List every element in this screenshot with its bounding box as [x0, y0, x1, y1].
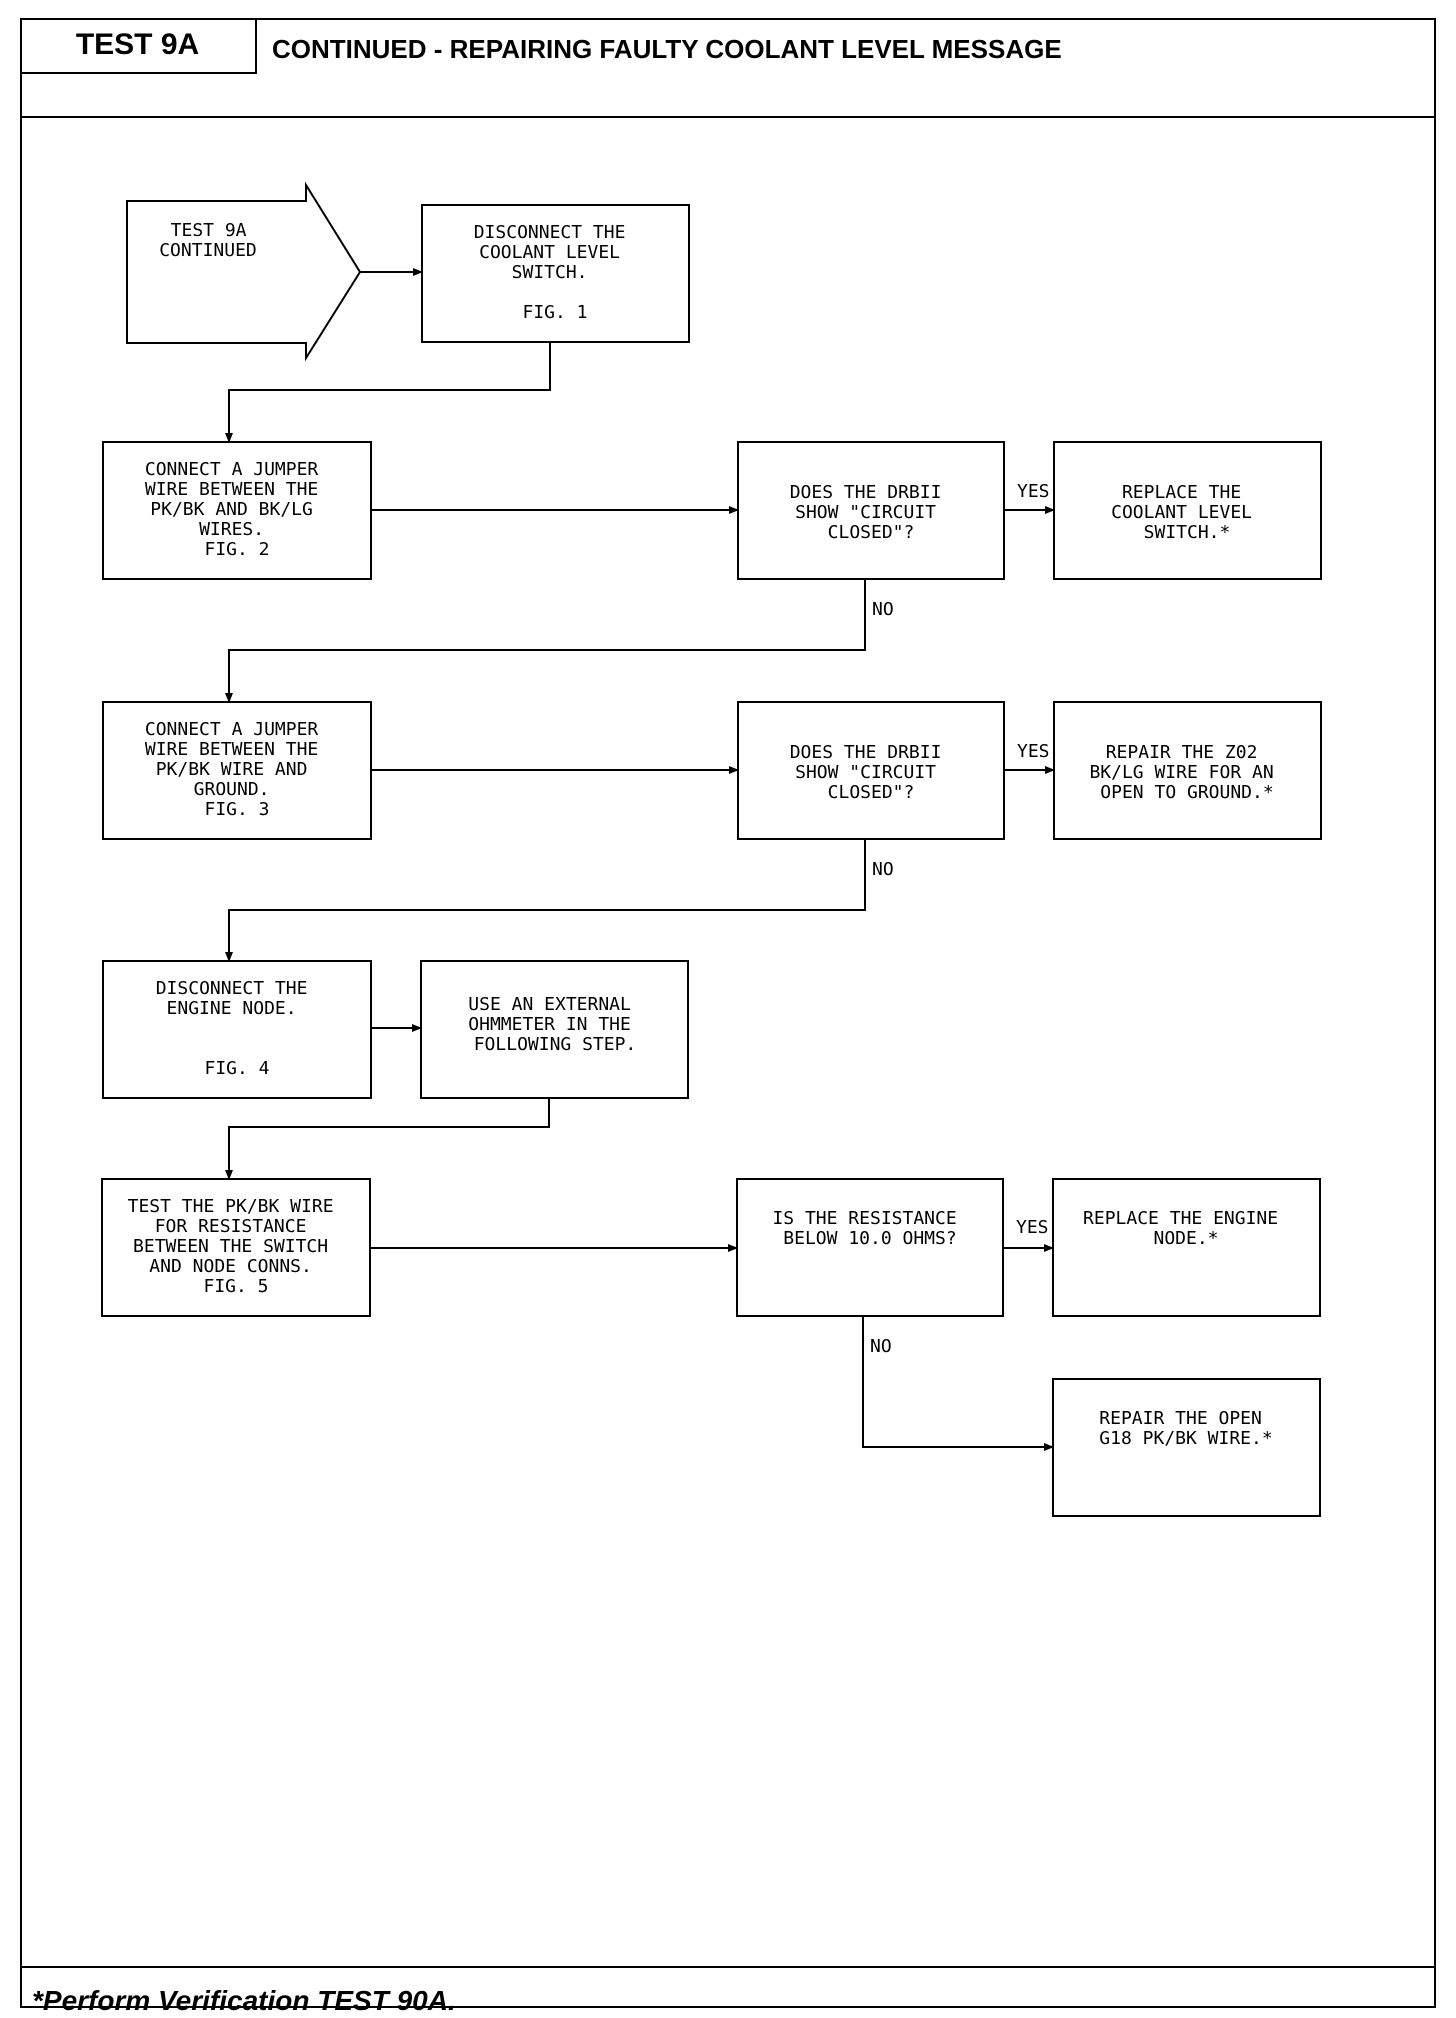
disconnect-node-text: DISCONNECT THE ENGINE NODE. FIG. 4	[156, 978, 319, 1079]
start-arrow-shape	[126, 181, 362, 362]
connector-q2-no	[225, 839, 866, 962]
repair-g18-text: REPAIR THE OPEN G18 PK/BK WIRE.*	[1099, 1408, 1272, 1449]
footer-divider	[20, 1966, 1436, 1968]
repair-z02-text: REPAIR THE Z02 BK/LG WIRE FOR AN OPEN TO…	[1089, 742, 1284, 803]
connector-disconnect-to-jumper	[225, 342, 551, 443]
q3-yes-label: YES	[1016, 1217, 1049, 1238]
q2-no-label: NO	[872, 859, 894, 880]
q3-text: IS THE RESISTANCE BELOW 10.0 OHMS?	[772, 1208, 967, 1249]
connector-q3-no	[862, 1316, 1054, 1451]
use-ohmmeter-text: USE AN EXTERNAL OHMMETER IN THE FOLLOWIN…	[468, 994, 641, 1055]
test-label: TEST 9A	[20, 18, 257, 74]
q1-yes-label: YES	[1017, 481, 1050, 502]
footer-note: *Perform Verification TEST 90A.	[32, 1985, 456, 2016]
replace-node-text: REPLACE THE ENGINE NODE.*	[1083, 1208, 1289, 1249]
connector-q1-no	[225, 579, 866, 703]
q3-no-label: NO	[870, 1336, 892, 1357]
disconnect-switch-text: DISCONNECT THE COOLANT LEVEL SWITCH. FIG…	[474, 222, 637, 323]
jumper-pkbk-bklg-text: CONNECT A JUMPER WIRE BETWEEN THE PK/BK …	[145, 459, 329, 560]
jumper-pkbk-ground-text: CONNECT A JUMPER WIRE BETWEEN THE PK/BK …	[145, 719, 329, 820]
q2-yes-label: YES	[1017, 741, 1050, 762]
page-frame	[20, 18, 1436, 2008]
q1-no-label: NO	[872, 599, 894, 620]
disconnect-node-box	[102, 960, 372, 1099]
q1-text: DOES THE DRBII SHOW "CIRCUIT CLOSED"?	[790, 482, 953, 543]
connector-ohmmeter-to-test	[225, 1098, 550, 1180]
header-bar	[20, 18, 1436, 118]
q2-text: DOES THE DRBII SHOW "CIRCUIT CLOSED"?	[790, 742, 953, 803]
test-pkbk-text: TEST THE PK/BK WIRE FOR RESISTANCE BETWE…	[128, 1196, 345, 1297]
replace-switch-text: REPLACE THE COOLANT LEVEL SWITCH.*	[1111, 482, 1263, 543]
page-title: CONTINUED - REPAIRING FAULTY COOLANT LEV…	[272, 34, 1062, 64]
start-text: TEST 9A CONTINUED	[159, 220, 257, 261]
